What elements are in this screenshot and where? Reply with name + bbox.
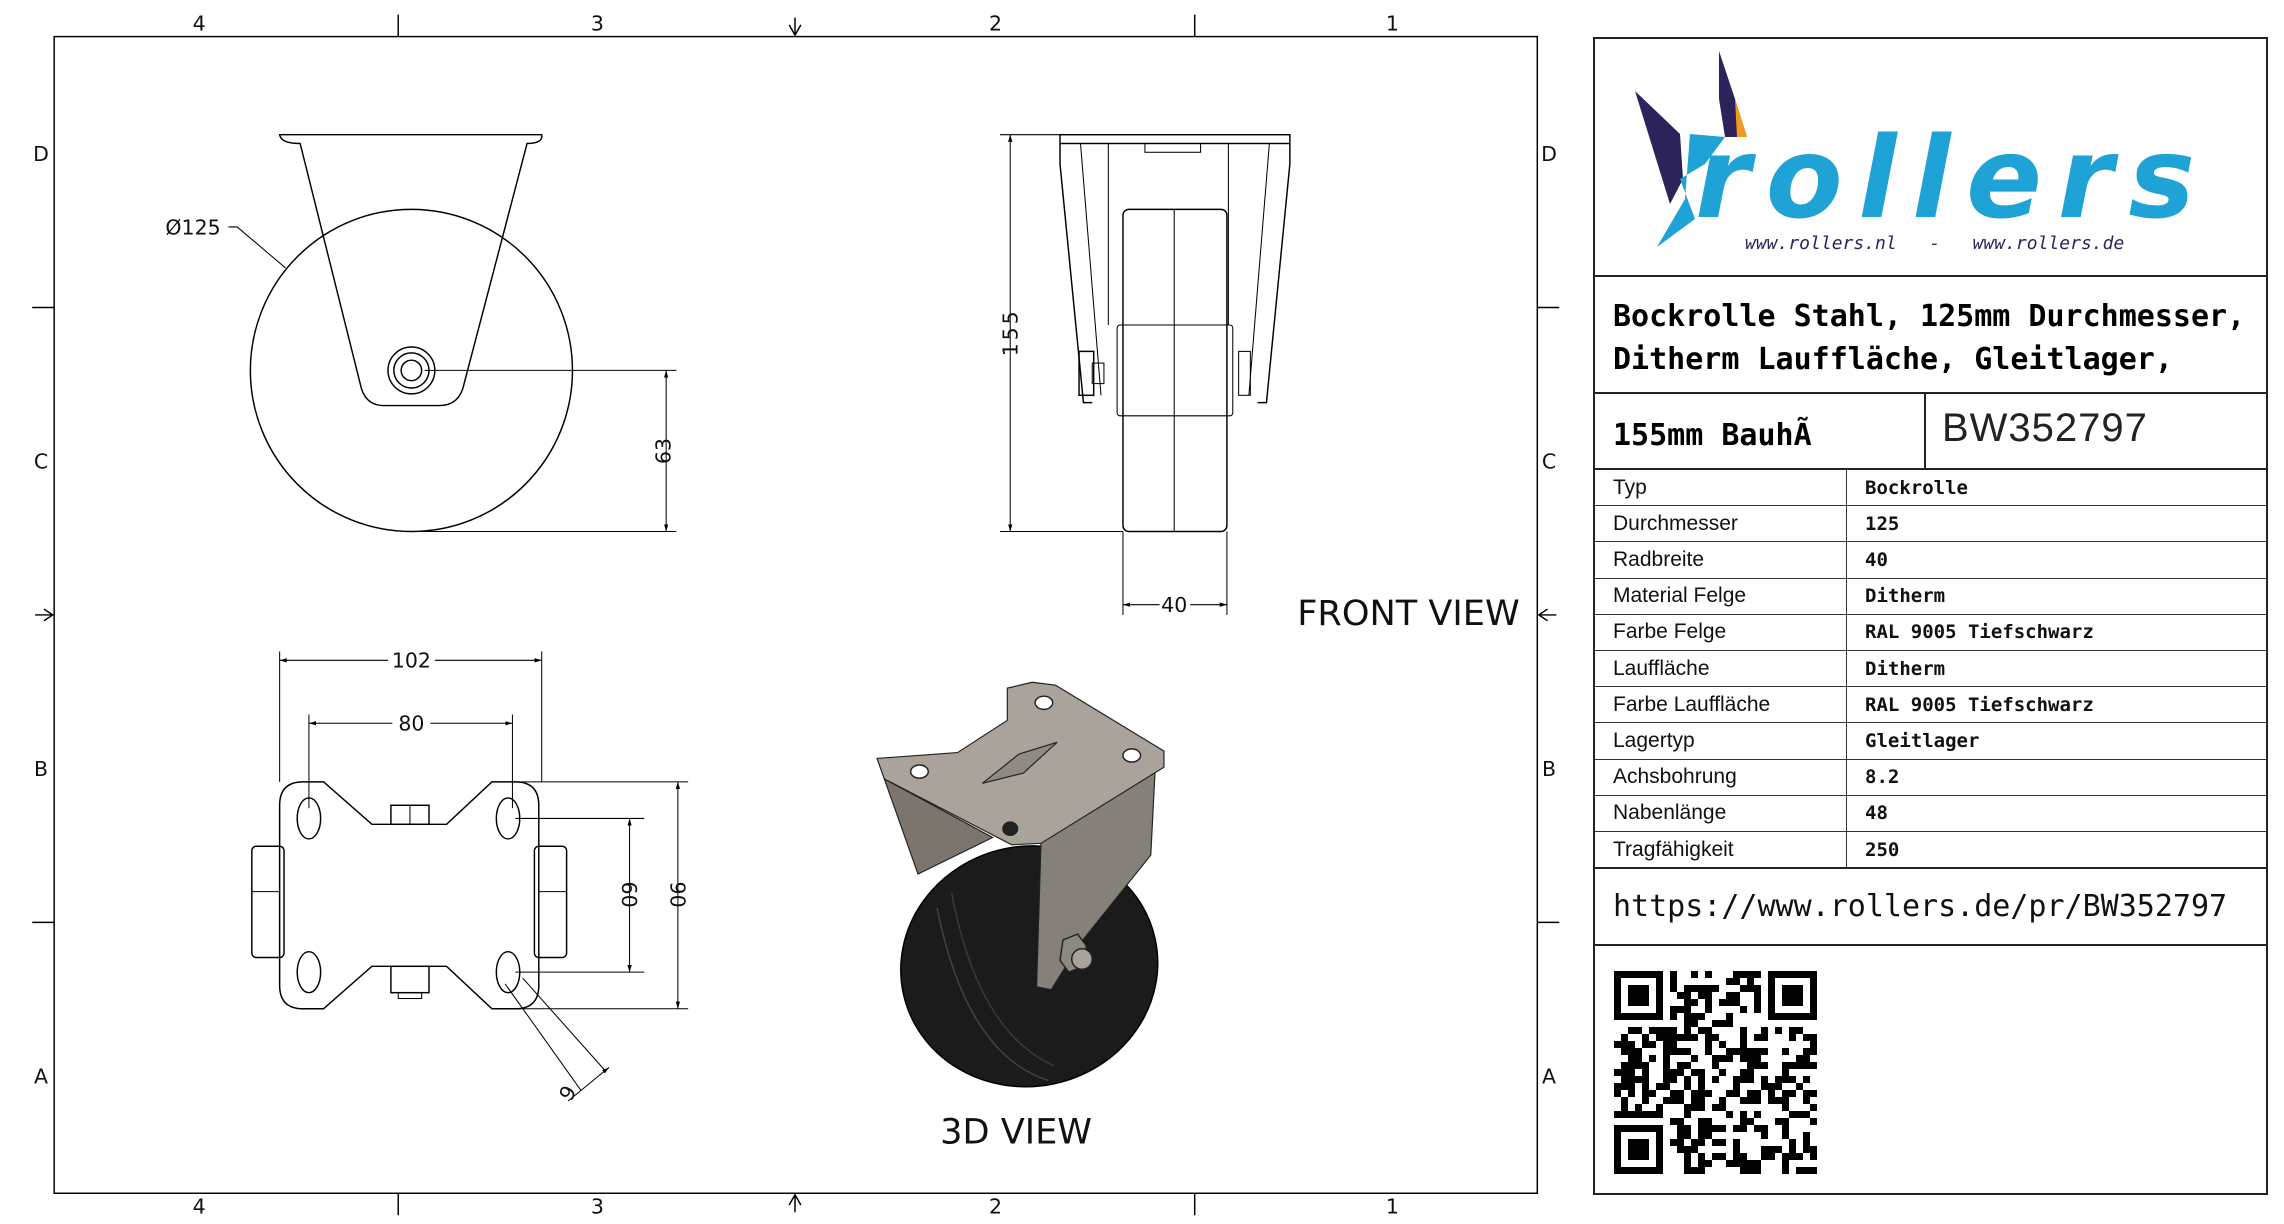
plate-width-dimension: 102 (392, 649, 431, 673)
logo-cell: rollers www.rollers.nl - www.rollers.de (1595, 39, 2266, 277)
spec-value: 250 (1865, 838, 1900, 861)
column-label: 4 (193, 1195, 206, 1219)
title-block: rollers www.rollers.nl - www.rollers.de … (1593, 37, 2268, 1195)
hole-spacing-x-dimension: 80 (398, 712, 424, 736)
spec-key: Durchmesser (1595, 506, 1847, 542)
spec-key: Material Felge (1595, 578, 1847, 614)
spec-key: Nabenlänge (1595, 795, 1847, 831)
spec-row: Material Felge Ditherm (1595, 578, 2266, 615)
wheel-width-dimension: 40 (1161, 593, 1187, 617)
part-row: 155mm BauhÃ BW352797 (1595, 394, 2266, 470)
spec-row: Lagertyp Gleitlager (1595, 723, 2266, 760)
part-number: BW352797 (1942, 406, 2148, 450)
spec-value: 48 (1865, 802, 1888, 825)
title-line: Bockrolle Stahl, 125mm Durchmesser, (1613, 299, 2246, 334)
column-label: 3 (591, 1195, 604, 1219)
spec-row: Radbreite 40 (1595, 542, 2266, 579)
row-label: C (34, 450, 48, 474)
spec-value: Gleitlager (1865, 729, 1980, 752)
spec-row: Typ Bockrolle (1595, 470, 2266, 507)
column-label: 1 (1386, 12, 1399, 36)
iso-view: 3D VIEW (876, 681, 1165, 1152)
spec-key: Typ (1595, 470, 1847, 506)
spec-key: Radbreite (1595, 542, 1847, 578)
spec-key: Farbe Felge (1595, 614, 1847, 650)
qr-code (1614, 971, 1817, 1174)
spec-key: Lauffläche (1595, 650, 1847, 687)
spec-key: Achsbohrung (1595, 759, 1847, 795)
row-label: B (1542, 757, 1556, 781)
column-label: 2 (989, 1195, 1002, 1219)
diameter-dimension: Ø125 (165, 215, 220, 239)
row-label: C (1542, 450, 1556, 474)
spec-value: 8.2 (1865, 766, 1900, 789)
column-label: 2 (989, 12, 1002, 36)
spec-value: Bockrolle (1865, 476, 1968, 499)
spec-value: Ditherm (1865, 657, 1946, 680)
spec-value: 125 (1865, 512, 1900, 535)
qr-cell (1595, 946, 2266, 1193)
spec-row: Nabenlänge 48 (1595, 795, 2266, 832)
row-label: B (34, 757, 48, 781)
spec-row: Achsbohrung 8.2 (1595, 759, 2266, 796)
title-line-3: 155mm BauhÃ (1613, 418, 1812, 453)
logo-brand: rollers (1695, 114, 2195, 244)
spec-key: Tragfähigkeit (1595, 831, 1847, 869)
row-label: D (1541, 142, 1557, 166)
spec-row: Tragfähigkeit 250 (1595, 831, 2266, 869)
row-label: A (34, 1064, 48, 1088)
front-view: 155 40 FRONT VIEW (999, 133, 1520, 634)
column-label: 1 (1386, 1195, 1399, 1219)
spec-value: 40 (1865, 548, 1888, 571)
row-label: A (1542, 1064, 1556, 1088)
spec-row: Farbe Felge RAL 9005 Tiefschwarz (1595, 614, 2266, 651)
iso-view-label: 3D VIEW (940, 1111, 1092, 1152)
drawing-frame (53, 35, 1539, 1194)
spec-value: Ditherm (1865, 585, 1946, 608)
height-dimension: 155 (999, 308, 1023, 356)
hole-spacing-y-dimension: 60 (617, 882, 641, 908)
product-url[interactable]: https://www.rollers.de/pr/BW352797 (1595, 869, 2266, 946)
front-view-label: FRONT VIEW (1297, 593, 1519, 634)
axle-height-dimension: 63 (652, 438, 676, 464)
title-cell: Bockrolle Stahl, 125mm Durchmesser, Dith… (1595, 277, 2266, 394)
spec-value: RAL 9005 Tiefschwarz (1865, 693, 2094, 716)
spec-row: Lauffläche Ditherm (1595, 650, 2266, 688)
column-label: 3 (591, 12, 604, 36)
spec-row: Durchmesser 125 (1595, 506, 2266, 543)
spec-key: Farbe Lauffläche (1595, 687, 1847, 723)
side-view: Ø125 63 (165, 133, 677, 533)
rollers-logo: rollers www.rollers.nl - www.rollers.de (1635, 51, 2195, 254)
column-label: 4 (193, 12, 206, 36)
spec-row: Farbe Lauffläche RAL 9005 Tiefschwarz (1595, 687, 2266, 724)
spec-value: RAL 9005 Tiefschwarz (1865, 621, 2094, 644)
frame-ticks (32, 14, 1560, 1216)
logo-urls: www.rollers.nl - www.rollers.de (1745, 233, 2124, 254)
title-line: Ditherm Lauffläche, Gleitlager, (1613, 342, 2173, 377)
plate-depth-dimension: 90 (666, 882, 690, 908)
top-view: 102 80 60 90 9 (251, 649, 690, 1105)
row-label: D (33, 142, 49, 166)
spec-key: Lagertyp (1595, 723, 1847, 759)
